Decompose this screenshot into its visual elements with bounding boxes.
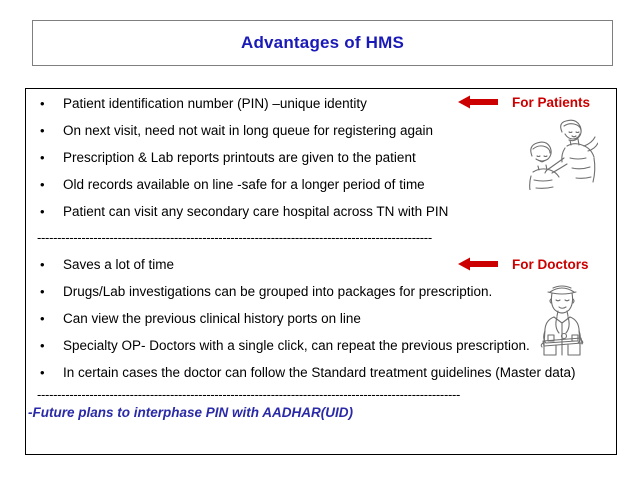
doctor-with-clipboard-sketch: [534, 281, 590, 362]
bullet-icon: •: [40, 96, 45, 111]
bullet-icon: •: [40, 365, 45, 380]
list-item: • Patient identification number (PIN) –u…: [37, 95, 367, 112]
footer-note: -Future plans to interphase PIN with AAD…: [28, 405, 354, 420]
bullet-icon: •: [40, 177, 45, 192]
list-item: • Prescription & Lab reports printouts a…: [37, 149, 416, 166]
page-title: Advantages of HMS: [240, 33, 405, 52]
section-divider-bottom: ----------------------------------------…: [37, 389, 461, 401]
left-arrow-icon: [458, 95, 498, 109]
bullet-icon: •: [40, 123, 45, 138]
callout-for-patients: For Patients: [458, 94, 590, 110]
slide-title-box: Advantages of HMS: [32, 20, 613, 66]
bullet-icon: •: [40, 257, 45, 272]
list-item: • Patient can visit any secondary care h…: [37, 203, 448, 220]
bullet-icon: •: [40, 150, 45, 165]
list-item-label: Old records available on line -safe for …: [63, 177, 425, 192]
callout-for-doctors-label: For Doctors: [512, 256, 589, 272]
list-item-label: On next visit, need not wait in long que…: [63, 123, 433, 138]
bullet-icon: •: [40, 311, 45, 326]
section-divider-top: ----------------------------------------…: [37, 232, 432, 244]
list-item-label: Drugs/Lab investigations can be grouped …: [63, 284, 493, 299]
list-item-label: Patient can visit any secondary care hos…: [63, 204, 449, 219]
list-item-label: Specialty OP- Doctors with a single clic…: [63, 338, 530, 353]
bullet-icon: •: [40, 284, 45, 299]
callout-for-patients-label: For Patients: [512, 94, 591, 110]
list-item: • Saves a lot of time: [37, 256, 174, 273]
callout-for-doctors: For Doctors: [458, 256, 589, 272]
list-item: • Can view the previous clinical history…: [37, 310, 361, 327]
list-item: • Old records available on line -safe fo…: [37, 176, 425, 193]
left-arrow-icon: [458, 257, 498, 271]
list-item: • In certain cases the doctor can follow…: [37, 364, 576, 381]
list-item-label: Patient identification number (PIN) –uni…: [63, 96, 367, 111]
list-item: • On next visit, need not wait in long q…: [37, 122, 433, 139]
list-item-label: Prescription & Lab reports printouts are…: [63, 150, 416, 165]
list-item: • Drugs/Lab investigations can be groupe…: [37, 283, 492, 300]
bullet-icon: •: [40, 204, 45, 219]
slide-content-box: • Patient identification number (PIN) –u…: [25, 88, 617, 455]
list-item-label: Saves a lot of time: [63, 257, 175, 272]
bullet-icon: •: [40, 338, 45, 353]
doctor-examining-child-sketch: [518, 118, 599, 195]
list-item: • Specialty OP- Doctors with a single cl…: [37, 337, 530, 354]
list-item-label: Can view the previous clinical history p…: [63, 311, 361, 326]
list-item-label: In certain cases the doctor can follow t…: [63, 365, 576, 380]
